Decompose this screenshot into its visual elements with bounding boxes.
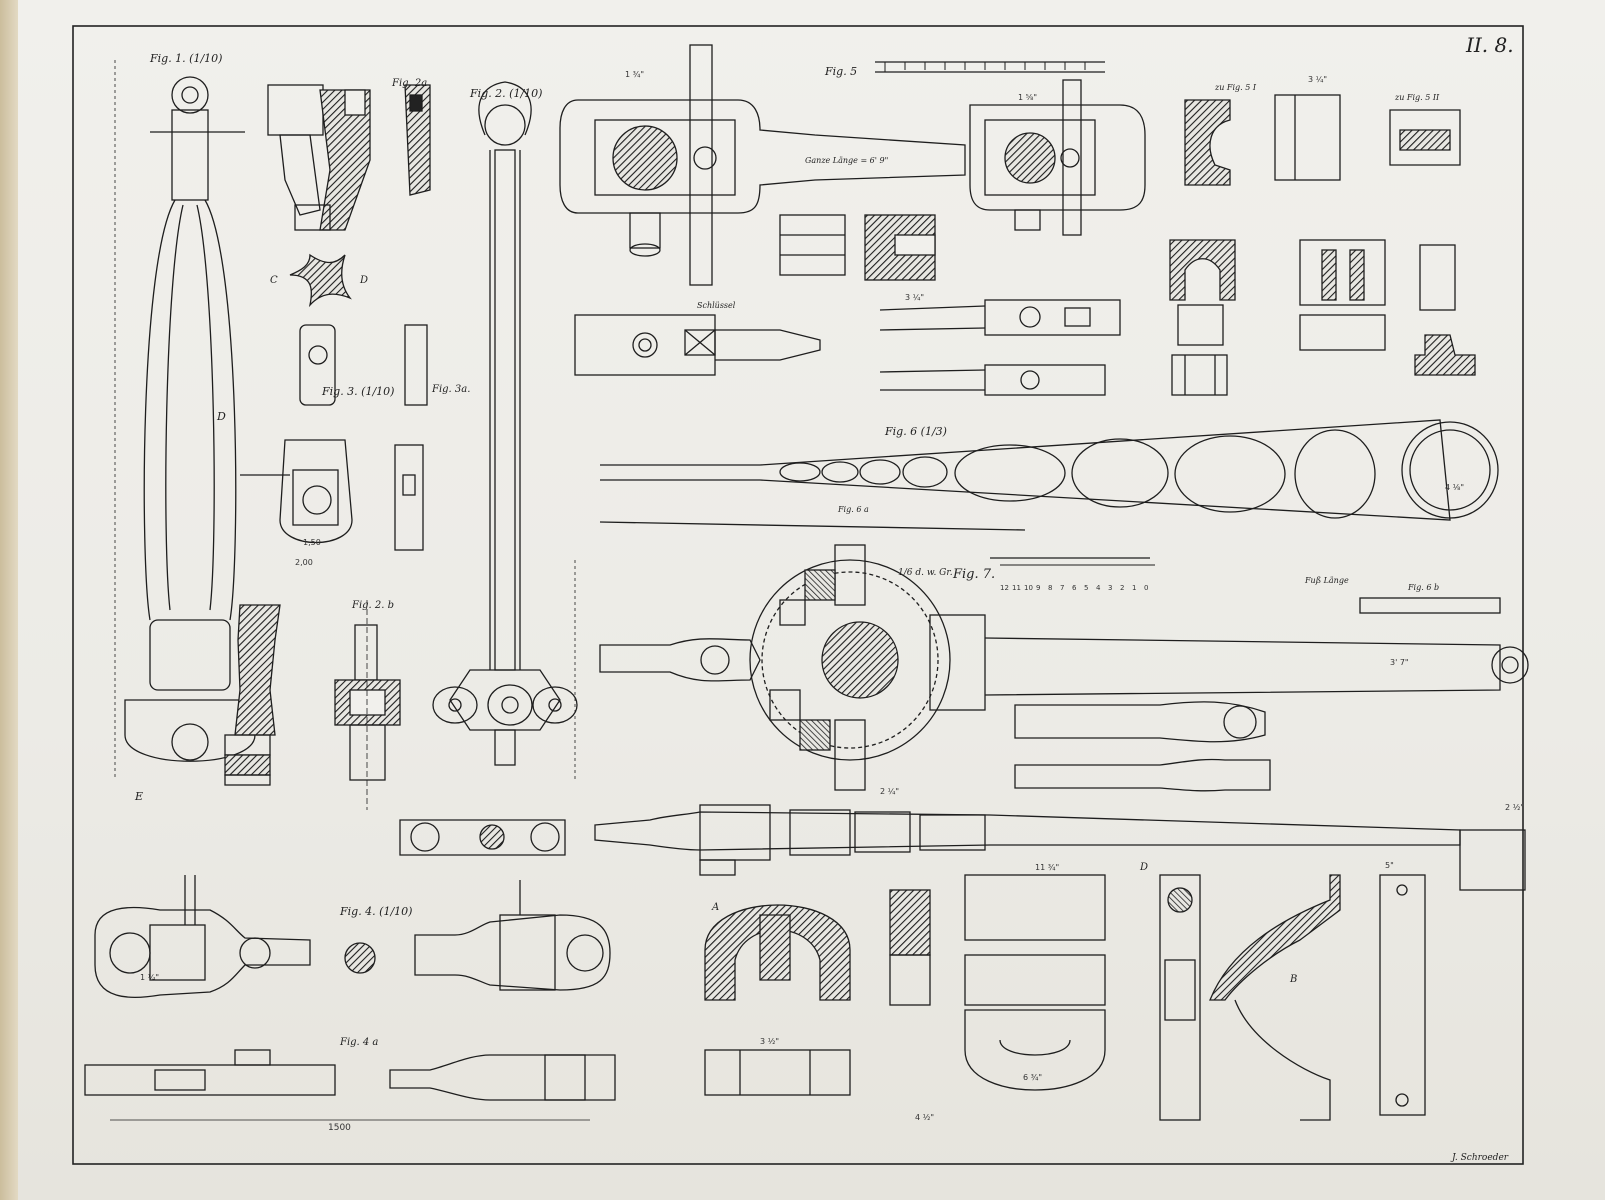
letter-D-3: D [1139,862,1148,873]
fig6b-label: Fig. 6 b [1407,583,1439,592]
dim-label: 5" [1385,861,1394,870]
fig7-scale-note: 1/6 d. w. Gr. [898,568,953,578]
dimension-annotations: 1 ¾" 1 ⅝" 3 ¼" 3 ¼" 2,00 1,50 3' 7" 2 ¼"… [140,70,1524,1122]
fig4-spanner [94,875,611,999]
plate-border [72,25,1524,1165]
fig3-clamp [240,324,428,551]
fig5-section-II-label: zu Fig. 5 II [1394,93,1440,102]
fig5-plan-views [574,299,1121,396]
fig5-section-blocks [779,94,1461,281]
letter-A: A [711,902,719,913]
fig4a-plan [84,1049,616,1121]
signature: J. Schroeder [1450,1153,1509,1163]
scale-tick-10: 10 [1024,584,1033,592]
fig3a-label: Fig. 3a. [431,384,470,395]
letter-E: E [134,790,143,803]
scale-tick-3: 3 [1108,584,1112,592]
scale-tick-5: 5 [1084,584,1088,592]
fig1-tie-rod [114,60,256,780]
letter-B: B [1289,974,1297,985]
fig2b-label: Fig. 2. b [351,600,394,611]
fig2-vertical-spanner [432,81,578,780]
dim-label: 3 ¼" [1308,75,1327,84]
dim-label: 1 ⅝" [1018,93,1037,102]
scale-tick-7: 7 [1060,584,1064,592]
fig5-length-note: Ganze Länge = 6' 9" [805,156,888,165]
fig5-section-I-label: zu Fig. 5 I [1214,83,1257,92]
fig7-side-view-lever [594,804,1526,891]
small-part-details [1169,239,1476,396]
scale-unit: Fuß Länge [1304,576,1349,585]
fig7-ring-wrench [599,544,1529,792]
dim-label: 2,00 [295,558,313,567]
fig3-label: Fig. 3. (1/10) [321,385,394,398]
fig2-plan-view [399,819,566,856]
fig7-scale-bar: 12 11 10 9 8 7 6 5 4 3 2 1 0 [1000,564,1155,592]
scale-tick-8: 8 [1048,584,1052,592]
scale-tick-1: 1 [1132,584,1136,592]
dim-label: 4 ⅛" [1445,483,1464,492]
dim-label: 4 ½" [915,1113,934,1122]
scale-tick-9: 9 [1036,584,1040,592]
fig6-lattice-lever [599,419,1499,531]
scale-tick-12: 12 [1000,584,1009,592]
fig4a-label: Fig. 4 a [339,1037,378,1048]
scale-tick-6: 6 [1072,584,1077,592]
fig4-label: Fig. 4. (1/10) [339,905,412,918]
letter-C: C [270,275,278,286]
dim-label: 1,50 [303,538,321,547]
letter-D: D [216,410,226,423]
fig5-scale-bar [884,61,1100,72]
scale-tick-2: 2 [1120,584,1124,592]
scale-tick-0: 0 [1144,584,1148,592]
cross-section-C-D [289,253,352,308]
dim-label: 3 ¼" [905,293,924,302]
dim-label: 2 ¼" [880,787,899,796]
fig5-spanner [559,44,1146,286]
letter-D-2: D [359,275,368,286]
dim-label: 1 ¼" [140,973,159,982]
dim-label: 11 ¾" [1035,863,1059,872]
fig6a-label: Fig. 6 a [837,505,869,514]
fig6-label: Fig. 6 (1/3) [884,425,947,438]
dim-1500: 1500 [328,1123,351,1133]
plate-number: II. 8. [1465,33,1514,57]
fig5-key-note: Schlüssel [697,301,736,310]
fig2b-nut-section [334,600,401,810]
dim-label: 6 ¾" [1023,1073,1042,1082]
scale-tick-4: 4 [1096,584,1101,592]
dim-label: 3' 7" [1390,658,1409,667]
fig1-label: Fig. 1. (1/10) [149,52,222,65]
casting-details [704,874,1426,1121]
dim-label: 1 ¾" [625,70,644,79]
fig7-label: Fig. 7. [952,567,995,582]
fig5-label: Fig. 5 [824,65,857,78]
scale-tick-11: 11 [1012,584,1021,592]
fig2a-label: Fig. 2a [391,78,427,89]
fig1-head-section [267,84,431,231]
forged-bar-section [224,604,281,786]
fig2-label: Fig. 2. (1/10) [469,87,542,100]
dim-label: 3 ½" [760,1037,779,1046]
dim-label: 2 ½" [1505,803,1524,812]
